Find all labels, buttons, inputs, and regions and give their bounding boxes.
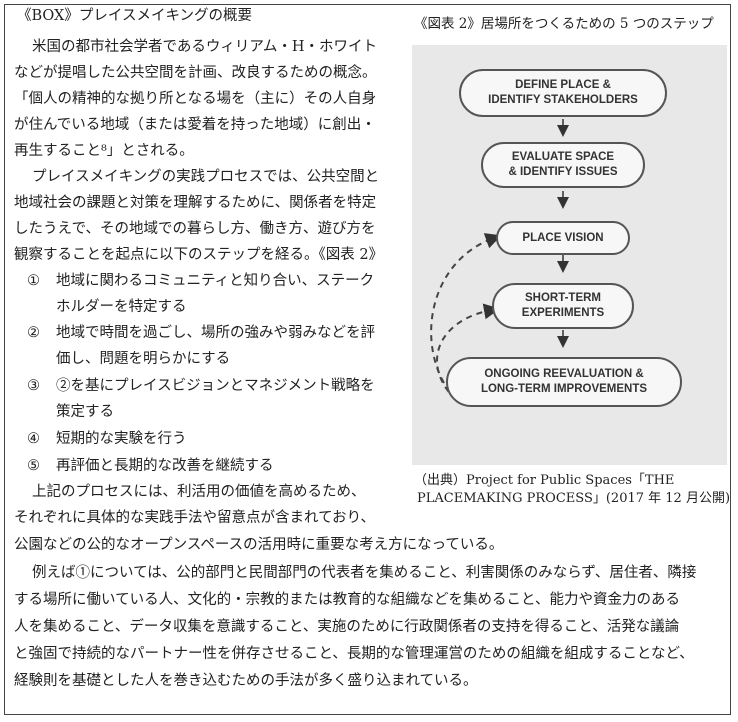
step-number: ③ — [27, 378, 40, 394]
step-node-place-vision: PLACE VISION — [496, 221, 630, 255]
example-line: 例えば①については、公的部門と民間部門の代表者を集めること、利害関係のみならず、… — [32, 565, 697, 581]
example-line: と強固で持続的なパートナー性を併存させること、長期的な管理運営のための組織を組成… — [14, 646, 694, 662]
intro-line: が住んでいる地域（または愛着を持った地域）に創出・ — [14, 117, 376, 133]
node-label: EXPERIMENTS — [521, 307, 605, 319]
node-label: SHORT-TERM — [524, 292, 602, 304]
after-line: 上記のプロセスには、利活用の価値を高めるため、 — [32, 484, 366, 500]
diagram-connectors — [430, 119, 569, 401]
intro-line: 再生すること⁸」とされる。 — [14, 143, 194, 159]
step-node-evaluate-space: EVALUATE SPACE & IDENTIFY ISSUES — [481, 142, 645, 188]
step-text: 策定する — [56, 404, 114, 420]
step-node-ongoing-reevaluation: ONGOING REEVALUATION & LONG-TERM IMPROVEM… — [446, 357, 682, 407]
example-line: する場所に働いている人、文化的・宗教的または教育的な組織などを集めること、能力や… — [14, 592, 680, 608]
step-text: 価し、問題を明らかにする — [56, 351, 231, 367]
node-label: IDENTIFY STAKEHOLDERS — [488, 94, 638, 106]
step-text: ②を基にプレイスビジョンとマネジメント戦略を — [56, 378, 375, 394]
node-label: & IDENTIFY ISSUES — [508, 166, 618, 178]
after-line: 公園などの公的なオープンスペースの活用時に重要な考え方になっている。 — [14, 537, 504, 553]
step-node-short-term: SHORT-TERM EXPERIMENTS — [492, 283, 634, 329]
box-frame — [4, 4, 731, 715]
after-line: それぞれに具体的な実践手法や留意点が含まれており、 — [14, 510, 376, 526]
node-label: LONG-TERM IMPROVEMENTS — [480, 383, 648, 395]
node-label: DEFINE PLACE & — [515, 79, 611, 91]
intro-line: 「個人の精神的な拠り所となる場を（主に）その人自身 — [14, 91, 377, 107]
node-label: PLACE VISION — [522, 231, 604, 244]
step-text: 短期的な実験を行う — [56, 431, 187, 447]
intro-line: 米国の都市社会学者であるウィリアム・H・ホワイト — [32, 39, 377, 55]
figure-caption: 《図表 2》居場所をつくるための 5 つのステップ — [414, 16, 714, 32]
step-text: 再評価と長期的な改善を継続する — [56, 458, 274, 474]
step-number: ② — [27, 325, 40, 341]
step-text: ホルダーを特定する — [56, 299, 187, 315]
node-label: EVALUATE SPACE — [511, 151, 615, 163]
figure-source: （出典）Project for Public Spaces「THE — [414, 473, 675, 488]
example-line: 経験則を基礎とした人を巻き込むための手法が多く盛り込まれている。 — [14, 673, 478, 689]
step-number: ④ — [27, 431, 40, 447]
process-line: 観察することを起点に以下のステップを経る。《図表 2》 — [14, 247, 384, 263]
example-line: 人を集めること、データ収集を意識すること、実施のために行政関係者の支持を得ること… — [14, 619, 680, 635]
step-text: 地域で時間を過ごし、場所の強みや弱みなどを評 — [56, 325, 375, 341]
step-number: ⑤ — [27, 458, 40, 474]
figure-diagram: DEFINE PLACE & IDENTIFY STAKEHOLDERS EVAL… — [412, 45, 727, 465]
process-line: プレイスメイキングの実践プロセスでは、公共空間と — [32, 169, 380, 185]
figure-source: PLACEMAKING PROCESS」(2017 年 12 月公開) — [417, 491, 731, 506]
intro-line: などが提唱した公共空間を計画、改良するための概念。 — [14, 65, 377, 81]
box-title: 《BOX》プレイスメイキングの概要 — [17, 8, 253, 24]
step-number: ① — [27, 273, 40, 289]
process-line: 地域社会の課題と対策を理解するために、関係者を特定 — [14, 195, 377, 211]
process-line: したうえで、その地域での暮らし方、働き方、遊び方を — [14, 221, 376, 237]
step-node-define-place: DEFINE PLACE & IDENTIFY STAKEHOLDERS — [459, 69, 667, 117]
feedback-arrow-icon — [436, 303, 500, 401]
node-label: ONGOING REEVALUATION & — [484, 368, 644, 380]
step-text: 地域に関わるコミュニティと知り合い、ステーク — [56, 273, 375, 289]
